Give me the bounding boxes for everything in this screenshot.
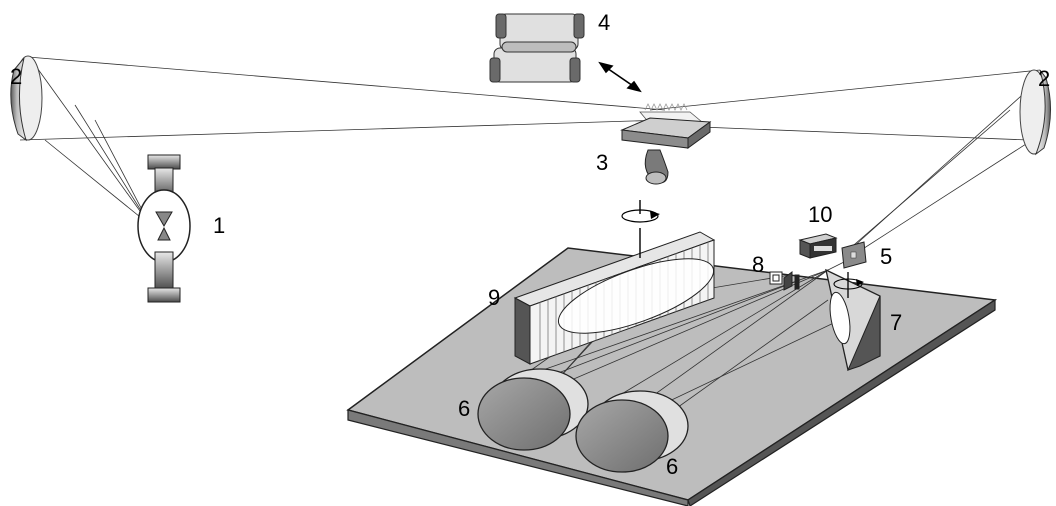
label-mirror-right: 2 [1038, 66, 1050, 91]
component-labels: 1 2 2 3 4 5 6 6 7 8 9 10 [10, 10, 1050, 479]
label-mirror-left: 2 [10, 64, 22, 89]
focusing-mirror-right [1019, 69, 1052, 156]
detector [798, 233, 838, 259]
label-sample-holder: 4 [598, 10, 610, 35]
label-spherical-mirror-2: 6 [666, 454, 678, 479]
label-lamp: 1 [213, 213, 225, 238]
diffraction-grating[interactable] [513, 231, 722, 365]
label-aperture: 8 [752, 252, 764, 277]
move-arrow-icon [598, 61, 642, 93]
xenon-lamp [137, 154, 191, 303]
sample-holder[interactable] [489, 13, 585, 83]
spherical-mirror-1 [477, 368, 589, 451]
label-prism: 7 [890, 310, 902, 335]
entrance-slit [841, 241, 867, 269]
spherical-mirror-2 [575, 390, 689, 473]
prism [825, 268, 881, 371]
label-detector: 10 [808, 202, 832, 227]
label-entrance-slit: 5 [880, 244, 892, 269]
label-sample-stage: 3 [596, 150, 608, 175]
rotation-arrow-icon [621, 200, 660, 258]
focusing-mirror-left [10, 55, 43, 142]
label-spherical-mirror-1: 6 [458, 396, 470, 421]
sample-stage[interactable] [620, 103, 712, 185]
aperture [769, 271, 800, 291]
label-grating: 9 [488, 285, 500, 310]
